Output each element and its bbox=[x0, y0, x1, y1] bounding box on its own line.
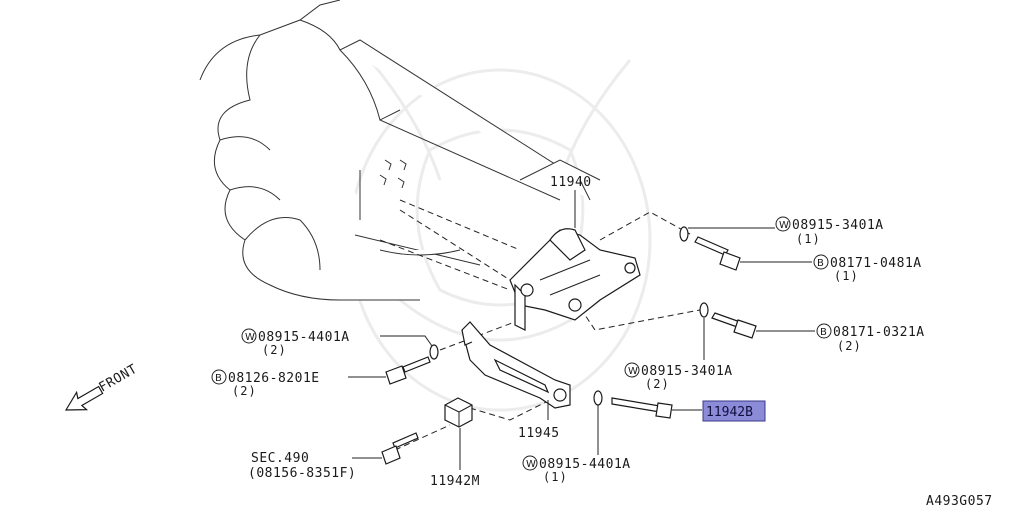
callout-w-08915-3401a-top[interactable]: W 08915-3401A (1) bbox=[775, 216, 884, 246]
callout-quantity: (1) bbox=[834, 269, 859, 283]
callout-b-08171-0321a[interactable]: B 08171-0321A (2) bbox=[816, 323, 925, 353]
callout-part-number: 08915-3401A bbox=[641, 364, 733, 379]
section-label: SEC.490 bbox=[251, 451, 309, 466]
callout-part-number: 08126-8201E bbox=[228, 371, 320, 386]
callout-part-number: 08171-0321A bbox=[833, 325, 925, 340]
callout-w-08915-4401a-bottom[interactable]: W 08915-4401A (1) bbox=[522, 455, 631, 484]
callout-marker: B bbox=[215, 373, 222, 384]
callout-part-number: 08915-4401A bbox=[539, 457, 631, 472]
diagram-id: A493G057 bbox=[926, 494, 993, 509]
callout-quantity: (2) bbox=[645, 377, 670, 391]
callout-part-number: 08915-4401A bbox=[258, 330, 350, 345]
callout-quantity: (1) bbox=[543, 470, 568, 484]
part-label-11942b: 11942B bbox=[706, 405, 753, 420]
bolts bbox=[381, 236, 757, 465]
section-reference-sec-490[interactable]: SEC.490 (08156-8351F) bbox=[248, 451, 356, 481]
callout-w-08915-3401a-mid[interactable]: W 08915-3401A (2) bbox=[624, 362, 733, 391]
washers bbox=[429, 226, 709, 406]
callout-quantity: (2) bbox=[232, 384, 257, 398]
callout-marker: W bbox=[779, 220, 789, 231]
callout-quantity: (2) bbox=[837, 339, 862, 353]
part-label-11942m[interactable]: 11942M bbox=[430, 474, 480, 489]
callout-marker: W bbox=[628, 366, 638, 377]
callout-quantity: (2) bbox=[262, 343, 287, 357]
callout-w-08915-4401a-left[interactable]: W 08915-4401A (2) bbox=[241, 328, 350, 357]
part-label-11942b-selected[interactable]: 11942B bbox=[702, 400, 766, 422]
bracket-11940-illustration bbox=[509, 228, 641, 331]
part-label-11940[interactable]: 11940 bbox=[550, 175, 592, 190]
part-label-11945[interactable]: 11945 bbox=[518, 426, 560, 441]
callout-part-number: 08171-0481A bbox=[830, 256, 922, 271]
callout-marker: W bbox=[526, 459, 536, 470]
callout-b-08171-0481a[interactable]: B 08171-0481A (1) bbox=[813, 254, 922, 283]
callout-marker: B bbox=[817, 258, 824, 269]
engine-block-outline bbox=[199, 0, 601, 301]
spacer-11942m-illustration bbox=[444, 397, 473, 428]
callout-marker: B bbox=[820, 327, 827, 338]
callout-marker: W bbox=[245, 332, 255, 343]
front-direction-arrow-icon bbox=[64, 385, 104, 411]
callout-part-number: 08915-3401A bbox=[792, 218, 884, 233]
callout-b-08126-8201e[interactable]: B 08126-8201E (2) bbox=[211, 369, 320, 398]
callout-quantity: (1) bbox=[796, 232, 821, 246]
section-part-number: (08156-8351F) bbox=[248, 466, 356, 481]
leader-lines bbox=[348, 190, 815, 470]
front-direction-label: FRONT bbox=[97, 362, 141, 396]
dashed-guide-lines bbox=[379, 199, 701, 451]
stay-11945-illustration bbox=[461, 321, 571, 409]
